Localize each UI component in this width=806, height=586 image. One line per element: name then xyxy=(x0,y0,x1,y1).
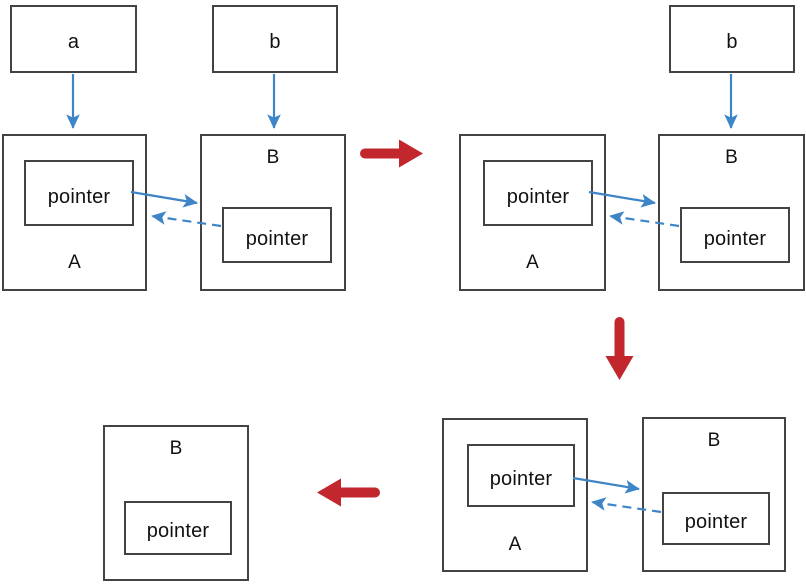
object-box-B: B pointer xyxy=(103,425,249,581)
object-box-A-label: A xyxy=(68,252,81,273)
object-box-B-label: B xyxy=(707,430,721,451)
object-box-A-label: A xyxy=(526,252,539,273)
object-box-A-label: A xyxy=(508,534,522,555)
object-box-B: B pointer xyxy=(658,134,805,291)
inner-pointer-label: pointer xyxy=(703,228,767,250)
red-arrow-down xyxy=(605,317,634,380)
object-box-B-label: B xyxy=(169,438,183,459)
var-box-b: b xyxy=(212,5,338,73)
object-box-A: pointer A xyxy=(2,134,147,291)
inner-pointer-box: pointer xyxy=(680,207,790,263)
inner-pointer-box: pointer xyxy=(24,160,134,226)
var-box-a-label: a xyxy=(67,31,80,53)
var-box-b-label: b xyxy=(726,31,738,53)
inner-pointer-label: pointer xyxy=(245,228,309,250)
object-box-A: pointer A xyxy=(442,418,588,572)
inner-pointer-label: pointer xyxy=(684,511,748,533)
object-box-A: pointer A xyxy=(459,134,606,291)
inner-pointer-label: pointer xyxy=(489,468,553,490)
inner-pointer-box: pointer xyxy=(467,444,575,507)
object-box-B: B pointer xyxy=(642,417,786,572)
inner-pointer-label: pointer xyxy=(47,186,111,208)
inner-pointer-label: pointer xyxy=(146,520,210,542)
inner-pointer-label: pointer xyxy=(506,186,570,208)
var-box-b-label: b xyxy=(269,31,281,53)
inner-pointer-box: pointer xyxy=(483,160,593,226)
red-arrow-left xyxy=(317,478,380,507)
red-arrow-right xyxy=(360,139,423,168)
inner-pointer-box: pointer xyxy=(124,501,232,555)
object-box-B-label: B xyxy=(266,147,280,168)
var-box-b: b xyxy=(669,5,795,73)
object-box-B-label: B xyxy=(725,147,738,168)
var-box-a: a xyxy=(10,5,137,73)
inner-pointer-box: pointer xyxy=(222,207,332,263)
inner-pointer-box: pointer xyxy=(662,492,770,545)
object-box-B: B pointer xyxy=(200,134,346,291)
